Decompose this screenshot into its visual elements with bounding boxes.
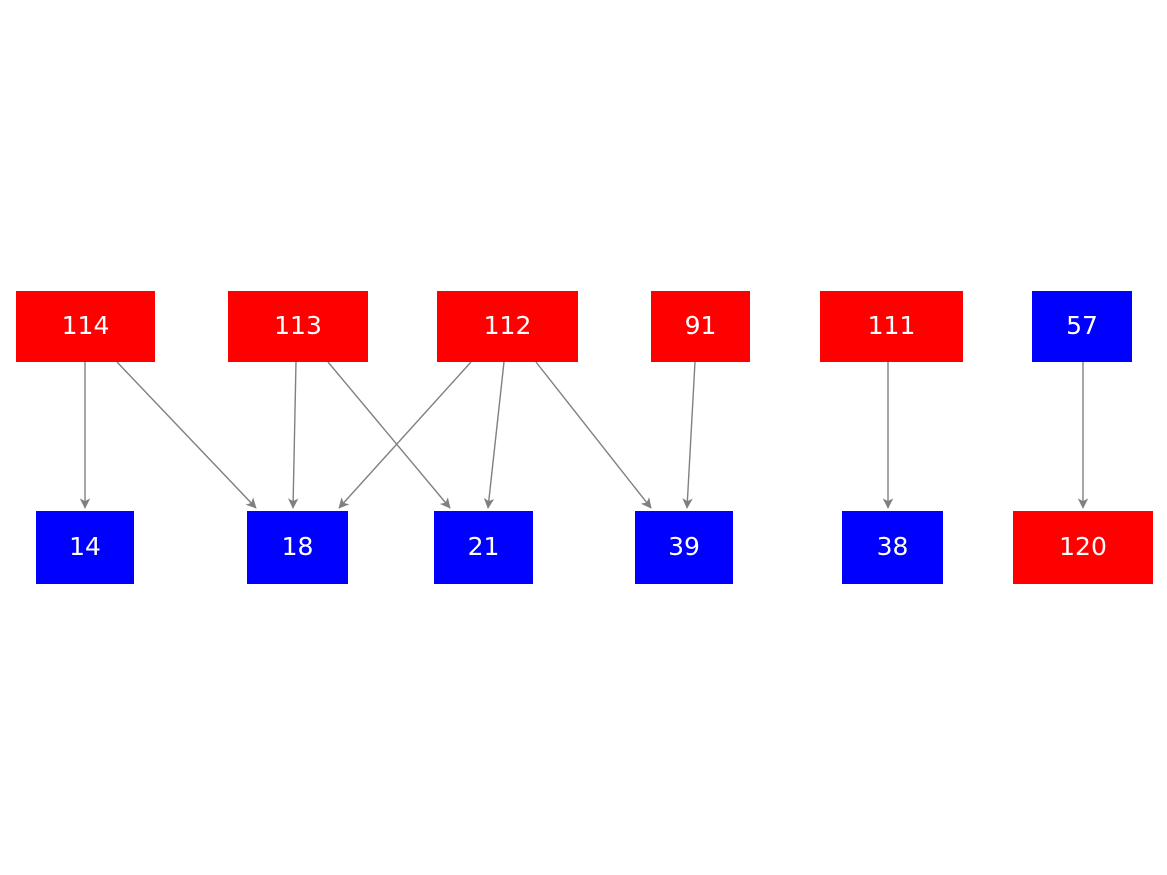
graph-node-label: 38: [876, 532, 909, 561]
graph-edge-113-to-18: [287, 361, 299, 509]
graph-node-18[interactable]: 18: [247, 511, 348, 584]
graph-edge-112-to-18: [338, 361, 472, 509]
graph-node-113[interactable]: 113: [228, 291, 368, 362]
graph-edge-112-to-39: [535, 361, 652, 509]
graph-node-label: 91: [684, 311, 717, 340]
graph-edge-112-to-21: [483, 361, 505, 509]
graph-node-38[interactable]: 38: [842, 511, 943, 584]
graph-node-label: 18: [281, 532, 314, 561]
graph-node-120[interactable]: 120: [1013, 511, 1153, 584]
graph-node-39[interactable]: 39: [635, 511, 733, 584]
graph-node-label: 113: [274, 311, 322, 340]
graph-node-111[interactable]: 111: [820, 291, 963, 362]
graph-node-91[interactable]: 91: [651, 291, 750, 362]
graph-edge-91-to-39: [682, 361, 696, 509]
graph-node-21[interactable]: 21: [434, 511, 533, 584]
graph-node-label: 114: [61, 311, 110, 340]
graph-edge-114-to-18: [116, 361, 257, 509]
graph-node-label: 111: [867, 311, 916, 340]
graph-node-112[interactable]: 112: [437, 291, 578, 362]
graph-edge-113-to-21: [327, 361, 451, 509]
graph-node-114[interactable]: 114: [16, 291, 155, 362]
graph-node-label: 14: [69, 532, 101, 561]
graph-node-label: 112: [483, 311, 532, 340]
graph-node-label: 39: [668, 532, 700, 561]
graph-node-label: 57: [1066, 311, 1098, 340]
graph-node-label: 120: [1059, 532, 1107, 561]
graph-node-57[interactable]: 57: [1032, 291, 1132, 362]
graph-node-14[interactable]: 14: [36, 511, 134, 584]
graph-node-label: 21: [467, 532, 500, 561]
